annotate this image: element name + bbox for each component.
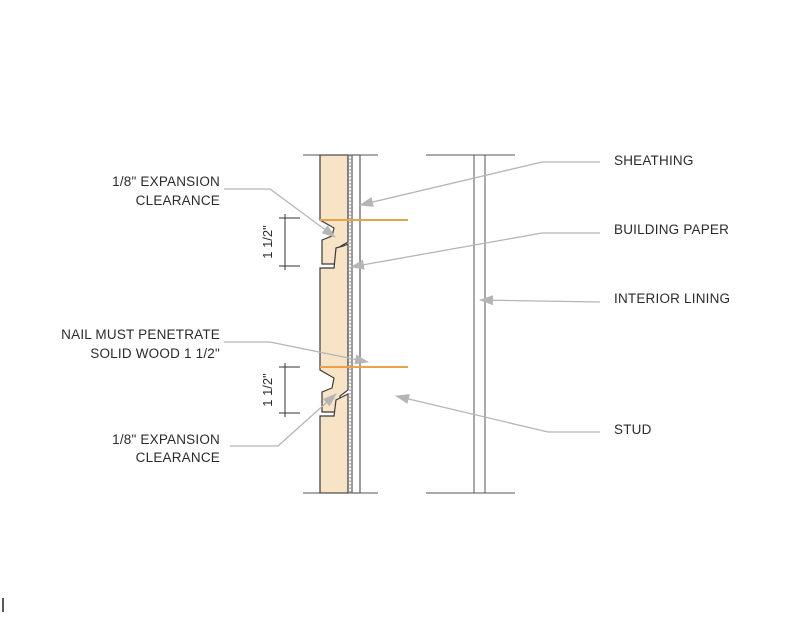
label-sheathing: SHEATHING	[614, 153, 694, 168]
leader-stud	[395, 394, 600, 433]
leader-building-paper	[350, 232, 600, 270]
label-nail-line1: NAIL MUST PENETRATE	[61, 327, 220, 342]
leader-nail	[224, 341, 369, 365]
dimension-lower-label: 1 1/2"	[260, 373, 275, 407]
siding-board-middle	[319, 243, 349, 413]
label-expansion-bottom-line1: 1/8" EXPANSION	[112, 432, 220, 447]
sheathing-layer	[351, 154, 361, 494]
label-building-paper: BUILDING PAPER	[614, 222, 729, 237]
label-expansion-top-line2: CLEARANCE	[136, 193, 220, 208]
leader-sheathing	[359, 161, 600, 207]
label-expansion-top-line1: 1/8" EXPANSION	[112, 174, 220, 189]
leader-expansion-bottom	[230, 393, 337, 447]
dimension-upper-label: 1 1/2"	[260, 225, 275, 259]
label-interior-lining: INTERIOR LINING	[614, 291, 730, 306]
interior-lining-layer	[473, 154, 486, 494]
leader-interior-lining	[479, 295, 601, 306]
leader-expansion-top	[224, 188, 336, 238]
label-expansion-bottom-line2: CLEARANCE	[136, 450, 220, 465]
label-nail-line2: SOLID WOOD 1 1/2"	[90, 346, 220, 361]
dimension-upper	[279, 214, 300, 270]
label-stud: STUD	[614, 422, 652, 437]
dimension-lower	[279, 363, 300, 417]
